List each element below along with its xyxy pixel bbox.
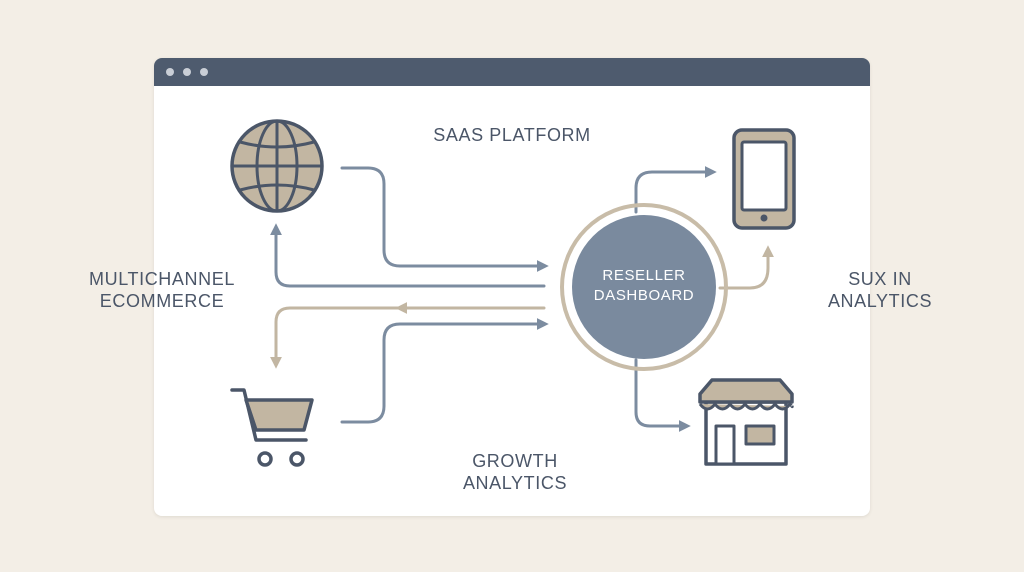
reseller-dashboard-hub [560, 203, 728, 371]
shopping-cart-icon [230, 388, 314, 467]
window-dot [183, 68, 191, 76]
connector-hub-to-globe [270, 223, 546, 288]
multichannel-ecommerce-label: MULTICHANNEL ECOMMERCE [89, 269, 235, 311]
hub-label: RESELLER DASHBOARD [593, 267, 695, 304]
storefront-icon [698, 378, 794, 466]
connector-hub-to-sux [718, 245, 774, 290]
connector-hub-to-phone [634, 166, 717, 214]
growth-analytics-label: GROWTH ANALYTICS [462, 451, 568, 493]
smartphone-icon [732, 128, 796, 230]
connector-globe-to-hub [340, 166, 549, 272]
globe-icon [230, 119, 324, 213]
connector-cart-to-hub [340, 318, 549, 424]
saas-platform-label: SAAS PLATFORM [433, 125, 591, 145]
connector-hub-to-store [634, 358, 691, 432]
window-dot [200, 68, 208, 76]
sux-analytics-label: SUX IN ANALYTICS [827, 269, 933, 311]
window-dot [166, 68, 174, 76]
connector-tan-to-cart [270, 306, 402, 369]
window-titlebar [154, 58, 870, 86]
